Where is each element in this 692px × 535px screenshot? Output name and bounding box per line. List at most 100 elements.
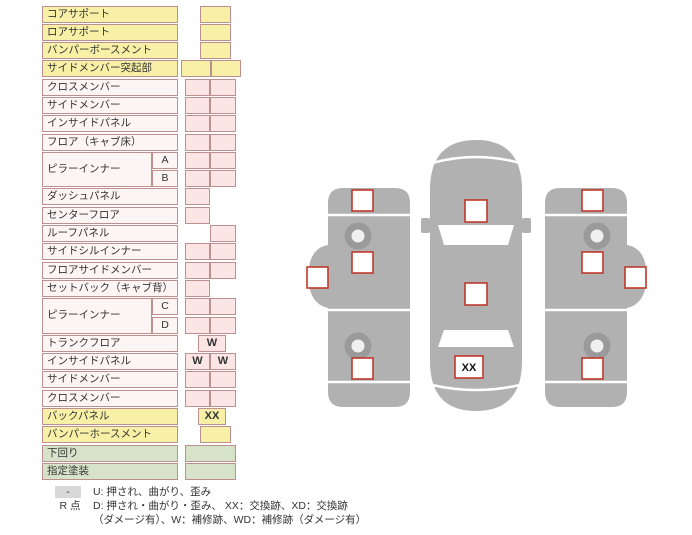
table-row: ダッシュパネル	[42, 188, 252, 206]
row-label: ピラーインナー	[42, 151, 152, 188]
damage-cell[interactable]	[200, 23, 231, 41]
damage-cell[interactable]	[185, 96, 210, 114]
damage-table: コアサポートロアサポートバンパーボースメントサイドメンバー突起部クロスメンバーサ…	[42, 5, 252, 481]
damage-cell[interactable]	[210, 151, 236, 169]
row-label: 指定塗装	[42, 462, 178, 480]
row-label: サイドメンバー	[42, 96, 178, 114]
table-row: サイドメンバー	[42, 371, 252, 389]
table-row: サイドメンバー突起部	[42, 60, 252, 78]
row-label: センターフロア	[42, 206, 178, 224]
damage-cell[interactable]	[210, 389, 236, 407]
table-row: インサイドパネル	[42, 115, 252, 133]
center-roof-marker[interactable]	[464, 282, 488, 306]
row-label: 下回り	[42, 444, 178, 462]
damage-cell[interactable]	[185, 389, 210, 407]
table-row: B	[42, 170, 252, 188]
damage-cell[interactable]	[185, 462, 236, 480]
center-trunk-marker[interactable]: XX	[454, 355, 484, 379]
row-sublabel: C	[152, 298, 178, 316]
center-hood-marker[interactable]	[464, 199, 488, 223]
damage-cell[interactable]	[210, 78, 236, 96]
table-row: ルーフパネル	[42, 225, 252, 243]
damage-cell[interactable]	[210, 96, 236, 114]
left-front-marker[interactable]	[351, 189, 374, 212]
damage-cell[interactable]	[210, 170, 236, 188]
right-front-marker[interactable]	[581, 189, 604, 212]
damage-cell[interactable]	[185, 243, 210, 261]
row-label: ダッシュパネル	[42, 188, 178, 206]
damage-cell[interactable]	[200, 5, 231, 23]
legend-key-rpoint: R 点	[59, 500, 81, 512]
damage-cell[interactable]: W	[210, 353, 236, 371]
damage-cell[interactable]	[185, 316, 210, 334]
damage-cell[interactable]	[185, 188, 210, 206]
left-rear-marker[interactable]	[351, 357, 374, 380]
row-label: フロア（キャブ床）	[42, 133, 178, 151]
damage-cell[interactable]	[185, 261, 210, 279]
row-label: バンパーホースメント	[42, 426, 178, 444]
damage-cell[interactable]	[185, 206, 210, 224]
table-row: バンパーホースメント	[42, 426, 252, 444]
right-door-marker[interactable]	[581, 251, 604, 274]
car-left-side	[308, 188, 410, 407]
damage-cell[interactable]	[210, 316, 236, 334]
row-label: バンパーボースメント	[42, 42, 178, 60]
left-mirror-icon	[421, 218, 430, 233]
svg-text:XX: XX	[462, 362, 477, 374]
damage-cell[interactable]	[185, 444, 236, 462]
right-roof-marker[interactable]	[624, 266, 647, 289]
rear-window	[438, 330, 514, 347]
legend: - U: 押され、曲がり、歪み R 点 D: 押され・曲がり・歪み、 XX：交換…	[55, 485, 366, 527]
table-row: バックパネル XX	[42, 408, 252, 426]
row-label: サイドメンバー突起部	[42, 60, 178, 78]
table-row: D	[42, 316, 252, 334]
car-top-view	[421, 140, 531, 411]
table-row: バンパーボースメント	[42, 42, 252, 60]
damage-cell[interactable]	[185, 78, 210, 96]
damage-cell[interactable]	[185, 279, 210, 297]
table-row: センターフロア	[42, 206, 252, 224]
damage-cell[interactable]	[210, 298, 236, 316]
damage-cell[interactable]	[210, 371, 236, 389]
damage-cell[interactable]	[185, 170, 210, 188]
table-row: サイドシルインナー	[42, 243, 252, 261]
left-roof-marker[interactable]	[306, 266, 329, 289]
row-label: ロアサポート	[42, 23, 178, 41]
damage-cell[interactable]	[185, 133, 210, 151]
damage-cell[interactable]	[210, 261, 236, 279]
damage-cell[interactable]	[185, 151, 210, 169]
damage-cell[interactable]	[210, 243, 236, 261]
damage-cell[interactable]	[185, 115, 210, 133]
damage-cell[interactable]	[185, 298, 210, 316]
damage-cell[interactable]	[210, 133, 236, 151]
right-rear-marker[interactable]	[581, 357, 604, 380]
damage-cell[interactable]: W	[198, 334, 226, 352]
row-label: セットバック（キャブ背）	[42, 279, 178, 297]
damage-cell[interactable]	[200, 426, 231, 444]
windshield	[438, 225, 514, 245]
row-label: クロスメンバー	[42, 389, 178, 407]
damage-cell[interactable]	[210, 115, 236, 133]
row-sublabel: B	[152, 170, 178, 188]
row-sublabel: A	[152, 151, 178, 169]
damage-cell[interactable]	[181, 60, 211, 78]
row-label: インサイドパネル	[42, 353, 178, 371]
damage-cell[interactable]: W	[185, 353, 210, 371]
left-door-marker[interactable]	[351, 251, 374, 274]
damage-cell[interactable]	[211, 60, 241, 78]
damage-cell[interactable]	[210, 225, 236, 243]
legend-text-continued: （ダメージ有）、W：補修跡、WD：補修跡（ダメージ有）	[93, 514, 367, 526]
row-sublabel: D	[152, 316, 178, 334]
damage-cell[interactable]	[185, 371, 210, 389]
table-row: サイドメンバー	[42, 96, 252, 114]
row-label: バックパネル	[42, 408, 178, 426]
damage-cell[interactable]	[200, 42, 231, 60]
row-label: サイドシルインナー	[42, 243, 178, 261]
table-row: クロスメンバー	[42, 389, 252, 407]
damage-cell[interactable]: XX	[198, 408, 226, 426]
row-label: フロアサイドメンバー	[42, 261, 178, 279]
